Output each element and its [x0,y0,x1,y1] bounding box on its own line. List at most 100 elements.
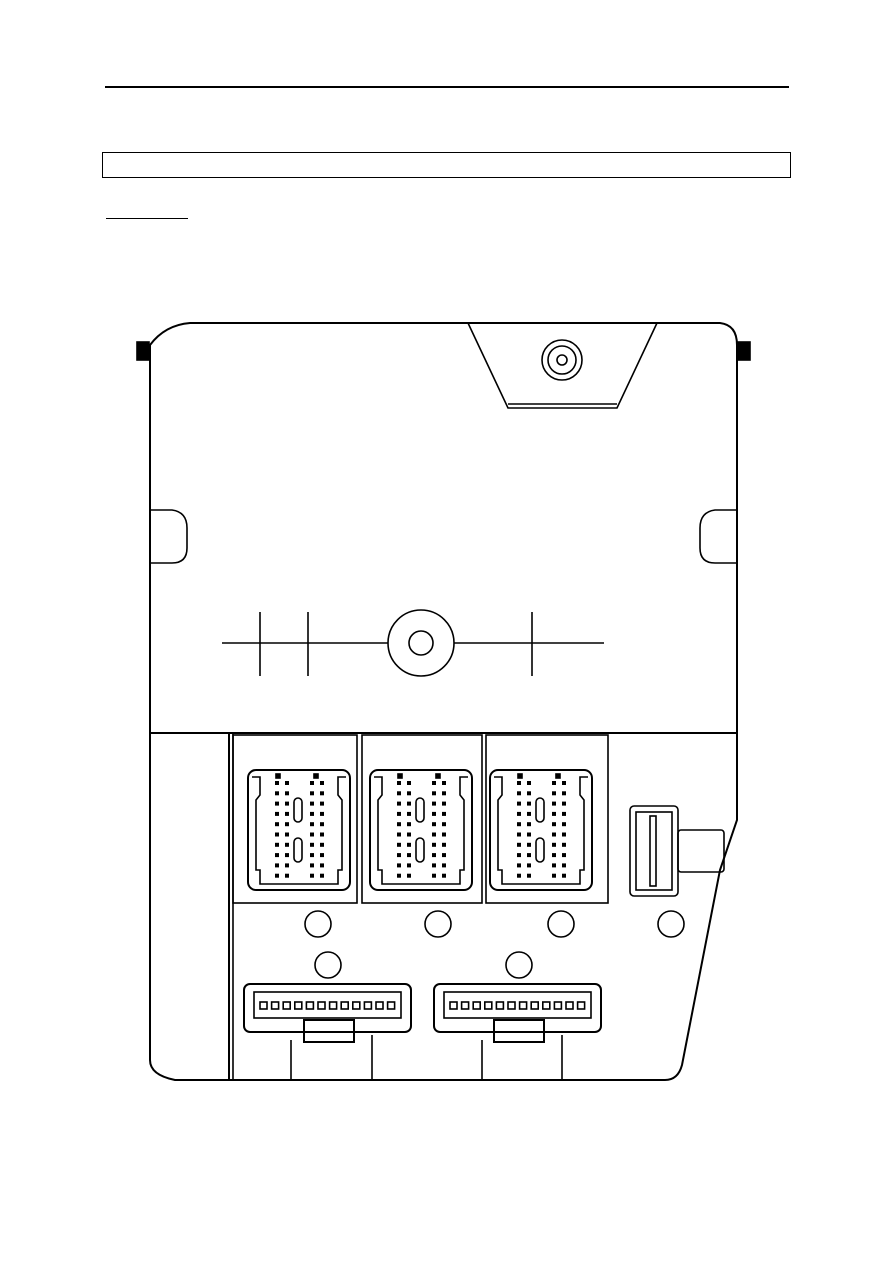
pin [386,1001,396,1010]
pin [552,863,556,868]
pin [442,781,446,785]
pin [305,1001,315,1010]
pin [310,832,314,837]
pin [527,842,531,847]
pin [310,863,314,868]
pin [320,842,324,847]
pin [483,1001,493,1010]
pin [275,781,279,785]
pin [397,822,401,827]
pin [320,811,324,816]
pin [275,842,279,847]
pin [432,801,436,806]
upper-connector [489,769,593,891]
pin [320,801,324,806]
pin [320,791,324,796]
pin [562,832,566,837]
pin [351,1001,361,1010]
pin [320,873,324,878]
pin [310,842,314,847]
top-mount [467,322,658,409]
pin [397,781,401,785]
pin [310,811,314,816]
key-slot [293,837,303,863]
pin [562,822,566,827]
pin [552,801,556,806]
pin [517,873,521,878]
pin [397,832,401,837]
pin [432,832,436,837]
pin [407,791,411,796]
right-clip [737,341,751,361]
pin [407,853,411,858]
pin [442,822,446,827]
pin [285,801,289,806]
pin [285,873,289,878]
pin [562,801,566,806]
pin [310,791,314,796]
pin [407,822,411,827]
pin [518,1001,528,1010]
pin [432,822,436,827]
fixing-hole [657,910,685,938]
pin [541,1001,551,1010]
connector-bay-1 [232,734,358,904]
pin [527,853,531,858]
pin [562,811,566,816]
pin [285,863,289,868]
pin [407,863,411,868]
pin [562,873,566,878]
pin [432,842,436,847]
connector-bay-2 [361,734,483,904]
pin [275,811,279,816]
pin [442,811,446,816]
pin [527,832,531,837]
pin [527,873,531,878]
pin [442,873,446,878]
pin [552,781,556,785]
pin [259,1001,268,1010]
pin [285,811,289,816]
pin [460,1001,470,1010]
housing-outline [149,322,738,1081]
pin [363,1001,373,1010]
pin [442,842,446,847]
pin [552,811,556,816]
pin [275,791,279,796]
pin [552,842,556,847]
pin [432,791,436,796]
pin [472,1001,482,1010]
section-heading-underline [106,218,188,219]
pin [517,832,521,837]
fixing-hole [314,951,342,979]
pin [562,781,566,785]
lower-connector [243,983,412,1043]
pin [562,853,566,858]
center-hub [387,609,455,677]
pin [527,801,531,806]
pin [397,811,401,816]
pin [285,791,289,796]
pin [442,853,446,858]
pin [495,1001,505,1010]
pin [270,1001,280,1010]
pin [310,781,314,785]
pin [553,1001,563,1010]
pin [527,791,531,796]
key-slot [293,797,303,823]
pin [310,853,314,858]
side-connector [629,805,725,897]
pin [442,863,446,868]
pin [328,1001,338,1010]
pin [442,791,446,796]
pin [562,791,566,796]
pin [442,832,446,837]
pin [517,853,521,858]
pin [320,853,324,858]
pin [552,853,556,858]
title-box [102,152,791,178]
pin [407,781,411,785]
pin [432,781,436,785]
fixing-hole [424,910,452,938]
